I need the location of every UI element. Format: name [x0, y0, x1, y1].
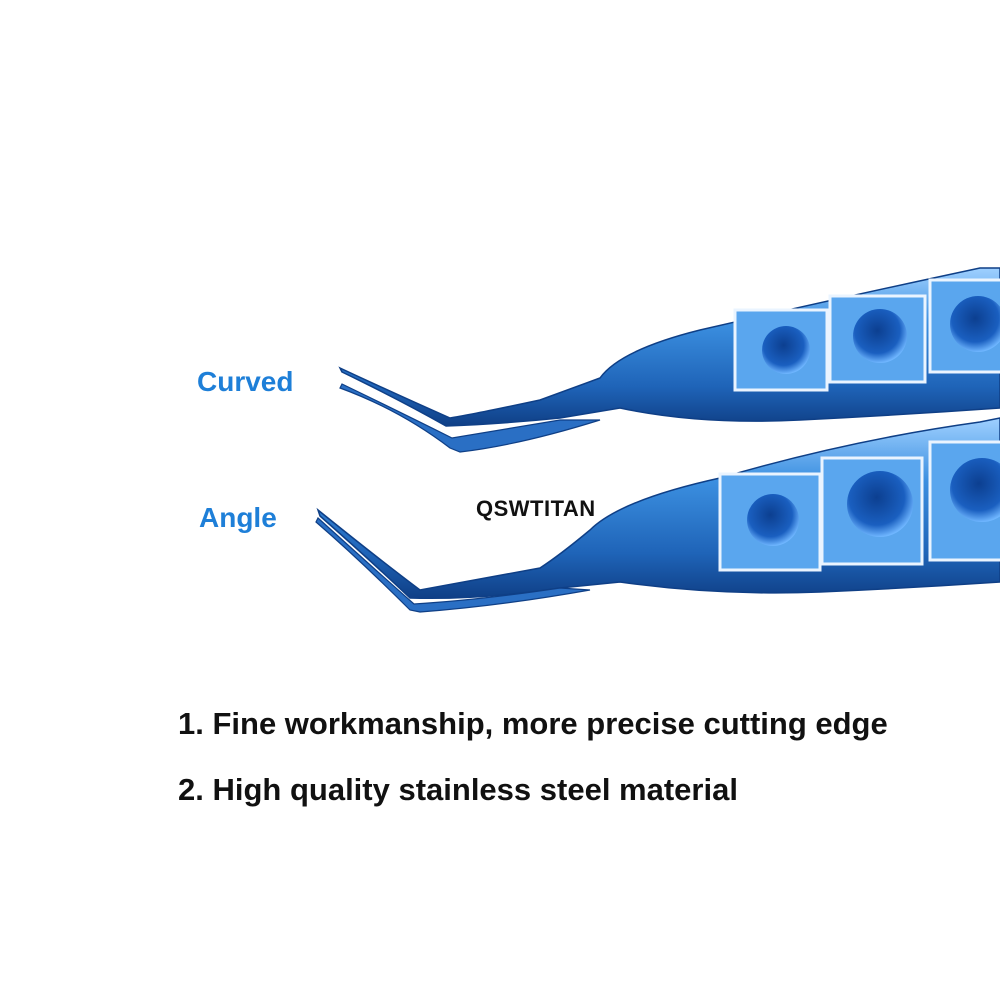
- feature-line-1: 1. Fine workmanship, more precise cuttin…: [178, 706, 888, 741]
- handle-panels-lower: [718, 440, 1000, 572]
- feature-line-2: 2. High quality stainless steel material: [178, 772, 738, 807]
- angle-label: Angle: [199, 502, 277, 533]
- curved-label: Curved: [197, 366, 294, 397]
- curved-forceps: [338, 267, 1000, 453]
- handle-panels-upper: [733, 278, 1000, 392]
- brand-watermark: QSWTITAN: [476, 496, 596, 521]
- angled-forceps: [315, 417, 1000, 613]
